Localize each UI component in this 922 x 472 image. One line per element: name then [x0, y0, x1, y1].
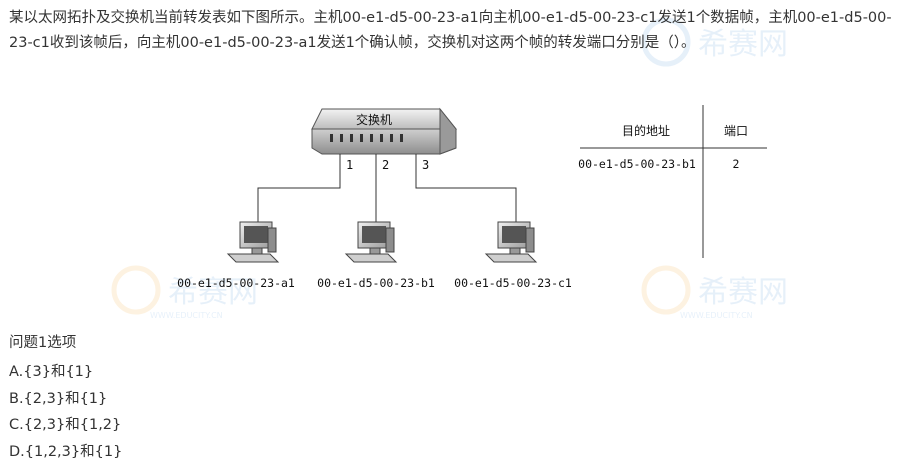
table-header-port: 端口: [724, 124, 748, 138]
question-text: 某以太网拓扑及交换机当前转发表如下图所示。主机00-e1-d5-00-23-a1…: [9, 10, 892, 51]
table-header-address: 目的地址: [622, 123, 670, 138]
port-label-3: 3: [422, 158, 429, 172]
forwarding-table: 目的地址 端口 00-e1-d5-00-23-b1 2: [578, 105, 767, 258]
table-cell-address: 00-e1-d5-00-23-b1: [578, 157, 696, 171]
host-address-b1: 00-e1-d5-00-23-b1: [317, 276, 435, 290]
options-list: A.{3}和{1} B.{2,3}和{1} C.{2,3}和{1,2} D.{1…: [9, 359, 122, 465]
switch-label: 交换机: [356, 112, 392, 127]
port-label-1: 1: [346, 158, 353, 172]
host-address-c1: 00-e1-d5-00-23-c1: [454, 276, 572, 290]
table-cell-port: 2: [733, 157, 740, 171]
network-diagram: 交换机 1 2 3 00-e1-d5-00-23-a1 00-e1-d5-00-…: [177, 105, 767, 290]
option-b[interactable]: B.{2,3}和{1}: [9, 390, 108, 407]
computer-icon-b1: [344, 221, 398, 263]
computer-icon-c1: [484, 221, 538, 263]
cable-port-1: [257, 154, 341, 222]
option-c[interactable]: C.{2,3}和{1,2}: [9, 417, 122, 433]
computer-icon-a1: [226, 221, 280, 263]
switch-device: 交换机: [311, 107, 458, 155]
cable-port-3: [415, 154, 517, 222]
cables: [257, 154, 517, 222]
port-label-2: 2: [382, 158, 389, 172]
option-a[interactable]: A.{3}和{1}: [9, 364, 94, 380]
host-address-a1: 00-e1-d5-00-23-a1: [177, 276, 295, 290]
options-section-label: 问题1选项: [9, 335, 77, 351]
switch-port-leds: [330, 134, 403, 142]
option-d[interactable]: D.{1,2,3}和{1}: [9, 443, 123, 460]
